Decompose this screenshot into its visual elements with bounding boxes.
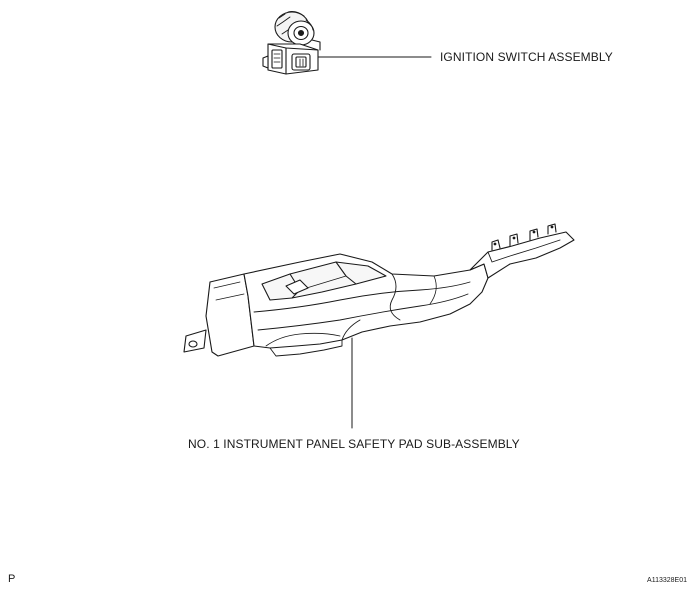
ignition-switch-drawing	[262, 11, 321, 75]
figure-id-label: A113328E01	[647, 577, 687, 584]
ignition-switch-label: IGNITION SWITCH ASSEMBLY	[440, 50, 613, 64]
view-code-label: P	[8, 573, 16, 585]
safety-pad-drawing	[183, 223, 575, 357]
safety-pad-label: NO. 1 INSTRUMENT PANEL SAFETY PAD SUB-AS…	[188, 437, 520, 451]
